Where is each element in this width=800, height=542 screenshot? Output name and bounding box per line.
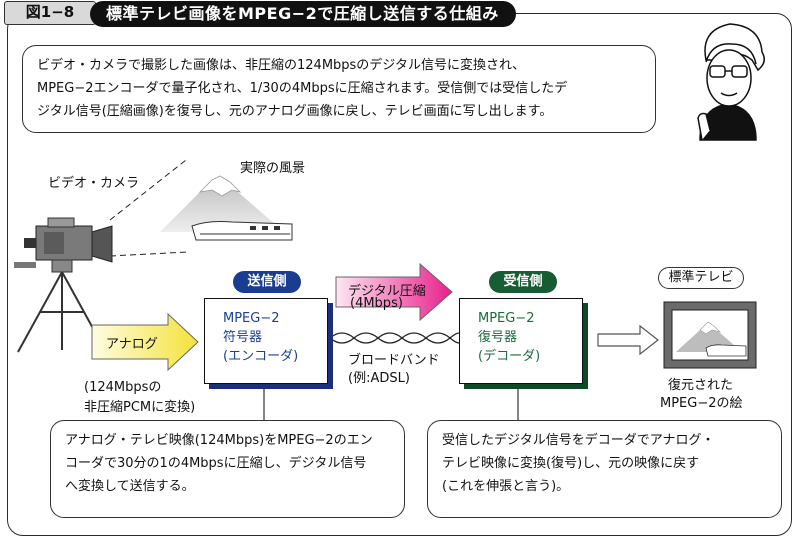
broadband-label-2: (例:ADSL)	[348, 371, 410, 386]
view-line-upper	[109, 159, 187, 221]
encoder-note: アナログ・テレビ映像(124Mbps)をMPEG−2のエン コーダで30分の1の…	[50, 420, 405, 518]
decoder-box: MPEG−2 復号器 (デコーダ)	[459, 298, 583, 384]
video-camera-icon	[14, 217, 113, 273]
broadband-line	[329, 332, 463, 344]
compression-label-2: (4Mbps)	[350, 296, 403, 311]
receiver-side-badge: 受信側	[489, 271, 557, 293]
uncompressed-label-1: (124Mbpsの	[84, 380, 162, 395]
decoder-note: 受信したデジタル信号をデコーダでアナログ・ テレビ映像に変換(復号)し、元の映像…	[427, 420, 782, 518]
explanation-note-top: ビデオ・カメラで撮影した画像は、非圧縮の124Mbpsのデジタル信号に変換され、…	[22, 45, 656, 133]
camera-label: ビデオ・カメラ	[48, 176, 140, 191]
sender-side-badge: 送信側	[233, 271, 301, 293]
restored-label-2: MPEG−2の絵	[660, 396, 743, 411]
scene-label: 実際の風景	[240, 161, 306, 176]
scenery-mountain-train	[160, 175, 293, 241]
compression-arrow	[335, 262, 453, 322]
encoder-box: MPEG−2 符号器 (エンコーダ)	[204, 298, 328, 384]
uncompressed-label-2: 非圧縮PCMに変換)	[84, 400, 196, 415]
woman-illustration	[697, 23, 765, 141]
figure-number: 図1−8	[4, 1, 96, 25]
tv-label: 標準テレビ	[658, 267, 744, 289]
view-line-lower	[109, 251, 189, 257]
compression-label-1: デジタル圧縮	[348, 284, 426, 299]
restored-label-1: 復元された	[668, 378, 734, 393]
figure-title: 標準テレビ画像をMPEG−2で圧縮し送信する仕組み	[90, 1, 516, 27]
analog-arrow	[91, 312, 199, 372]
output-arrow	[597, 324, 659, 356]
tv-set-icon	[663, 301, 757, 369]
analog-label: アナログ	[106, 337, 158, 352]
broadband-label-1: ブロードバンド	[348, 353, 440, 368]
